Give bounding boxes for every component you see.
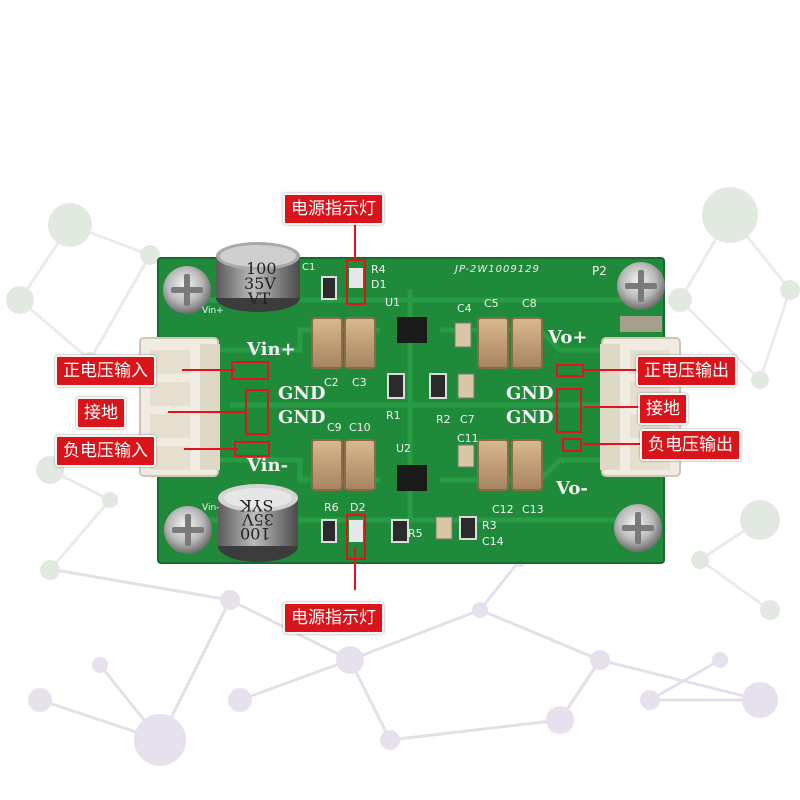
r2-label: R2 bbox=[436, 413, 451, 426]
highlight-pos-output bbox=[556, 364, 584, 377]
c1-label: C1 bbox=[302, 262, 316, 273]
callout-ground-left: 接地 bbox=[76, 397, 126, 429]
callout-ground-right: 接地 bbox=[638, 393, 688, 425]
mlcc-capacitors bbox=[311, 317, 543, 491]
r6-label: R6 bbox=[324, 501, 339, 514]
electrolytic-capacitor-top bbox=[216, 242, 300, 312]
c8-label: C8 bbox=[522, 297, 537, 310]
r4-label: R4 bbox=[371, 263, 386, 276]
highlight-neg-input bbox=[234, 441, 270, 457]
p2-label: P2 bbox=[592, 264, 607, 278]
d1-label: D1 bbox=[371, 278, 387, 291]
cap-top-text-3: VT bbox=[248, 289, 271, 308]
highlight-gnd-left bbox=[245, 389, 269, 435]
gnd-label-left-2: GND bbox=[278, 407, 326, 428]
cap-top-text-2: 35V bbox=[244, 274, 276, 293]
r5-label: R5 bbox=[408, 527, 423, 540]
u1-label: U1 bbox=[385, 296, 401, 309]
vin-minus-label: Vin- bbox=[247, 455, 289, 476]
callout-pos-output: 正电压输出 bbox=[636, 355, 737, 387]
screw-icon bbox=[163, 266, 211, 314]
gnd-label-left-1: GND bbox=[278, 383, 326, 404]
gnd-label-right-2: GND bbox=[506, 407, 554, 428]
highlight-led-bottom bbox=[346, 514, 366, 560]
c12-label: C12 bbox=[492, 503, 514, 516]
c3-label: C3 bbox=[352, 376, 367, 389]
vin-plus-label: Vin+ bbox=[247, 339, 296, 360]
highlight-neg-output bbox=[562, 438, 582, 452]
connector-left bbox=[139, 337, 220, 477]
callout-neg-output: 负电压输出 bbox=[640, 429, 741, 461]
r3-label: R3 bbox=[482, 519, 497, 532]
screw-icon bbox=[164, 506, 212, 554]
cap-top-text-1: 100 bbox=[246, 259, 277, 278]
ic-chips bbox=[397, 317, 427, 491]
vin-plus-small-label: Vin+ bbox=[202, 306, 224, 316]
vin-minus-small-label: Vin- bbox=[202, 503, 220, 513]
electrolytic-capacitor-bottom bbox=[218, 484, 298, 562]
screw-icon bbox=[617, 262, 665, 310]
c4-label: C4 bbox=[457, 302, 472, 315]
callout-neg-input: 负电压输入 bbox=[55, 435, 156, 467]
c10-label: C10 bbox=[349, 421, 371, 434]
c9-label: C9 bbox=[327, 421, 342, 434]
highlight-pos-input bbox=[231, 361, 269, 380]
d2-label: D2 bbox=[350, 501, 366, 514]
leader-lines bbox=[168, 220, 640, 590]
c7-label: C7 bbox=[460, 413, 475, 426]
board-id-label: JP-2W1009129 bbox=[455, 264, 540, 275]
u2-label: U2 bbox=[396, 442, 412, 455]
c14-label: C14 bbox=[482, 535, 504, 548]
cap-bottom-text-3: SYK bbox=[240, 496, 274, 515]
callout-power-led-top: 电源指示灯 bbox=[283, 193, 384, 225]
smd-parts bbox=[321, 268, 477, 543]
vo-plus-label: Vo+ bbox=[548, 327, 588, 348]
highlight-led-top bbox=[346, 259, 366, 305]
screw-icon bbox=[614, 504, 662, 552]
background-network bbox=[6, 187, 800, 766]
c11-label: C11 bbox=[457, 432, 479, 445]
vo-minus-label: Vo- bbox=[556, 478, 588, 499]
r1-label: R1 bbox=[386, 409, 401, 422]
c5-label: C5 bbox=[484, 297, 499, 310]
c13-label: C13 bbox=[522, 503, 544, 516]
callout-power-led-bottom: 电源指示灯 bbox=[283, 602, 384, 634]
highlight-gnd-right bbox=[556, 388, 582, 433]
callout-pos-input: 正电压输入 bbox=[55, 355, 156, 387]
c2-label: C2 bbox=[324, 376, 339, 389]
gnd-label-right-1: GND bbox=[506, 383, 554, 404]
